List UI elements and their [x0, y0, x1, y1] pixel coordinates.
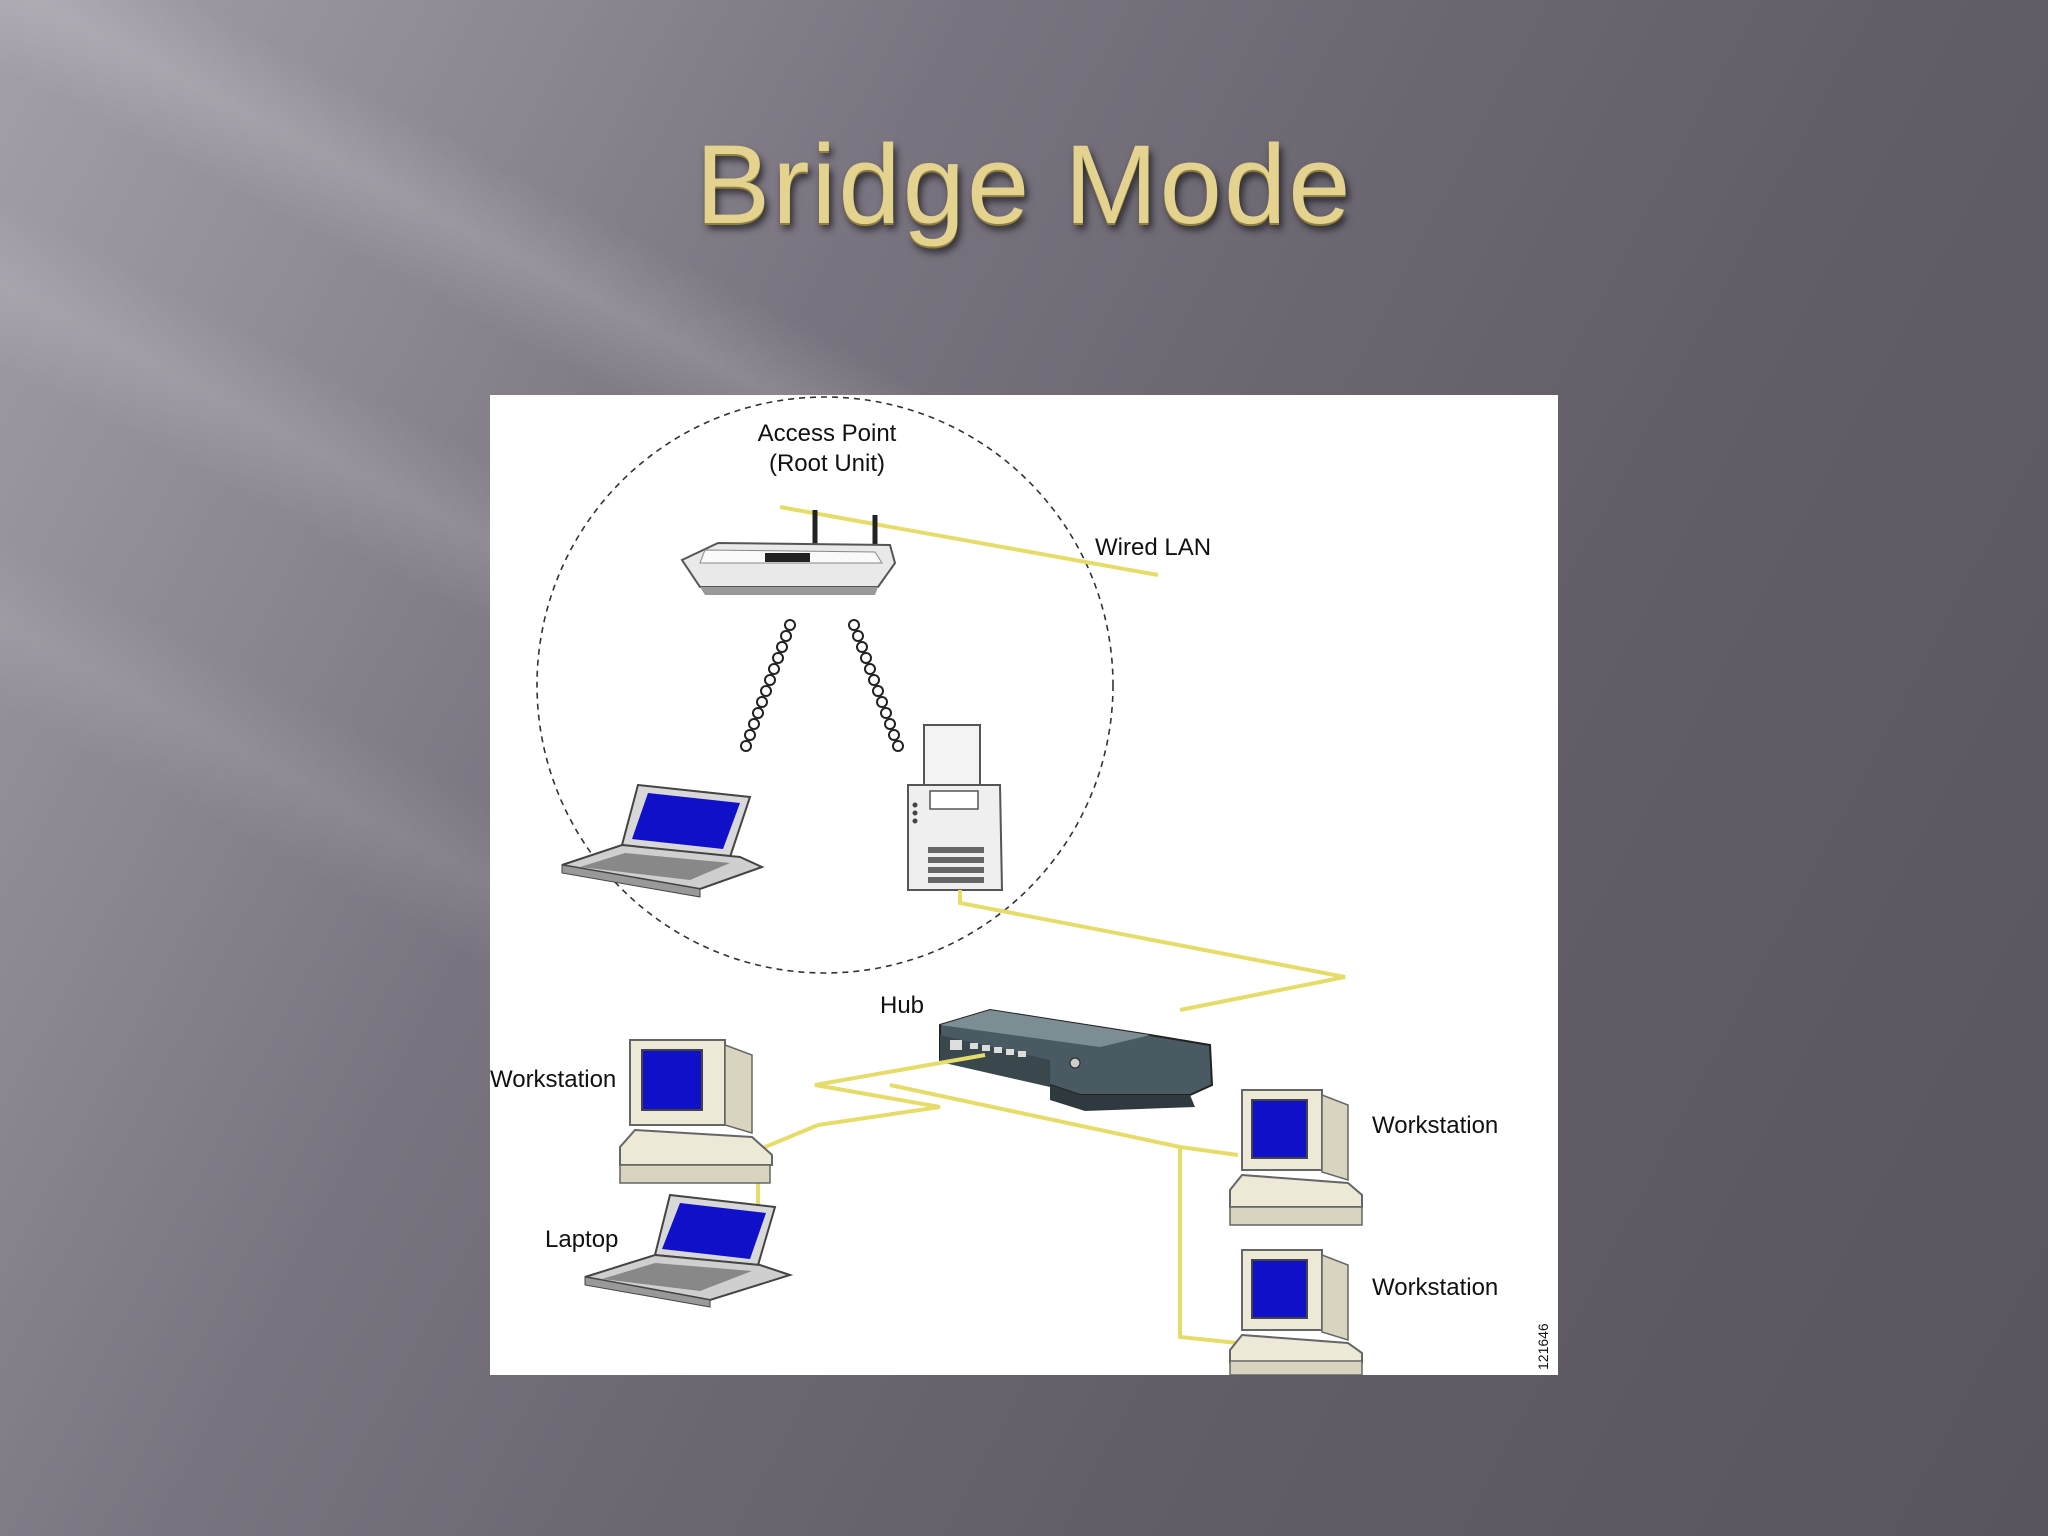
hub-icon — [939, 1008, 1214, 1111]
access-point-icon — [680, 510, 897, 595]
workstation-right-top-icon — [1229, 1089, 1363, 1226]
wired-lan-label: Wired LAN — [1095, 534, 1211, 561]
laptop-icon — [584, 1193, 794, 1308]
workstation-right-top-label: Workstation — [1372, 1112, 1498, 1139]
network-diagram: Access Point (Root Unit) Wired LAN Hub W… — [490, 395, 1558, 1375]
workstation-right-bottom-icon — [1229, 1249, 1363, 1375]
wired-lan-cable — [779, 505, 1159, 577]
hub-cable-workstation-bottom — [1178, 1147, 1239, 1345]
wireless-link-left — [740, 619, 796, 752]
workgroup-bridge-icon — [907, 724, 1004, 891]
figure-id: 121646 — [1535, 1323, 1551, 1370]
laptop-label: Laptop — [545, 1226, 618, 1253]
slide-title: Bridge Mode — [695, 122, 1353, 247]
wireless-link-right — [848, 619, 904, 752]
workstation-left-icon — [619, 1039, 773, 1184]
hub-cable-left — [814, 1053, 986, 1127]
access-point-sublabel: (Root Unit) — [769, 450, 885, 477]
wireless-coverage-circle — [536, 396, 1114, 974]
hub-label: Hub — [880, 992, 924, 1019]
workstation-right-bottom-label: Workstation — [1372, 1274, 1498, 1301]
workstation-left-label: Workstation — [490, 1066, 616, 1093]
access-point-label: Access Point — [758, 420, 897, 447]
bridge-to-hub-cable — [958, 890, 1346, 1012]
wireless-laptop-icon — [561, 783, 765, 898]
